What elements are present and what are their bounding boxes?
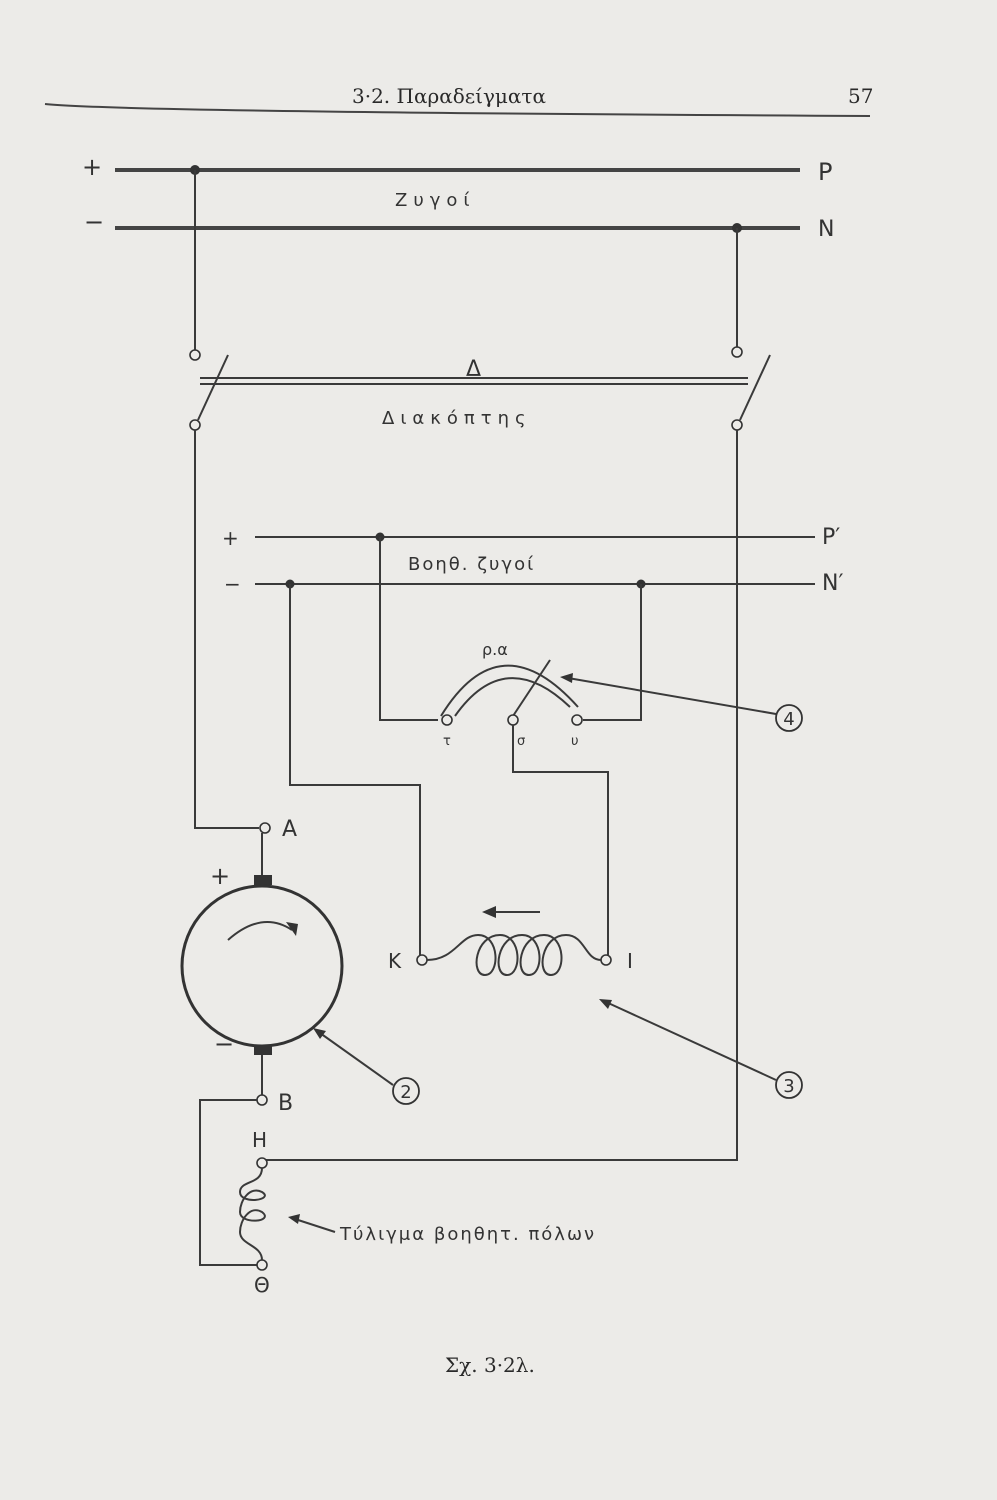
svg-text:Βοηθ. ζυγοί: Βοηθ. ζυγοί [408, 554, 535, 575]
svg-text:+: + [210, 862, 230, 890]
svg-text:Διακόπτης: Διακόπτης [382, 408, 532, 429]
rheostat: ρ.α τ σ υ [379, 537, 642, 749]
aux-pole-winding: H Θ Τύλιγμα βοηθητ. πόλων [199, 1099, 596, 1297]
svg-text:τ: τ [443, 734, 451, 749]
motor: A B + − [180, 817, 344, 1116]
svg-text:I: I [627, 949, 633, 973]
svg-text:2: 2 [400, 1082, 411, 1103]
svg-text:P: P [818, 158, 832, 186]
svg-text:K: K [388, 949, 402, 973]
svg-text:−: − [224, 572, 241, 596]
svg-text:P′: P′ [822, 525, 840, 550]
svg-text:Ζυγοί: Ζυγοί [395, 190, 476, 211]
svg-text:Δ: Δ [466, 357, 481, 382]
svg-text:ρ.α: ρ.α [482, 640, 508, 659]
svg-text:A: A [282, 817, 297, 842]
section-title: 3·2. Παραδείγματα [352, 84, 547, 108]
callout-2: 2 [313, 1028, 420, 1105]
svg-text:+: + [82, 153, 102, 181]
callout-4: 4 [560, 673, 803, 732]
svg-text:N: N [818, 217, 834, 242]
svg-text:B: B [278, 1091, 293, 1116]
svg-text:σ: σ [517, 734, 525, 749]
svg-text:−: − [214, 1030, 234, 1058]
field-coil-ki: K I [289, 584, 633, 977]
callout-3: 3 [599, 999, 803, 1099]
svg-text:−: − [84, 208, 104, 236]
svg-text:Θ: Θ [254, 1273, 270, 1297]
page-number: 57 [848, 84, 874, 108]
svg-text:+: + [222, 526, 239, 550]
switch: Δ Διακόπτης [189, 170, 771, 431]
main-bus: + − P N Ζυγοί [82, 153, 834, 242]
header-rule [44, 103, 871, 117]
svg-text:υ: υ [571, 734, 579, 749]
svg-text:4: 4 [783, 709, 794, 730]
svg-text:Τύλιγμα βοηθητ. πόλων: Τύλιγμα βοηθητ. πόλων [339, 1224, 596, 1245]
aux-bus: + − P′ N′ Βοηθ. ζυγοί [222, 525, 843, 596]
svg-text:H: H [252, 1128, 267, 1152]
svg-text:3: 3 [783, 1076, 794, 1097]
svg-text:N′: N′ [822, 571, 843, 596]
figure-caption: Σχ. 3·2λ. [445, 1353, 535, 1377]
